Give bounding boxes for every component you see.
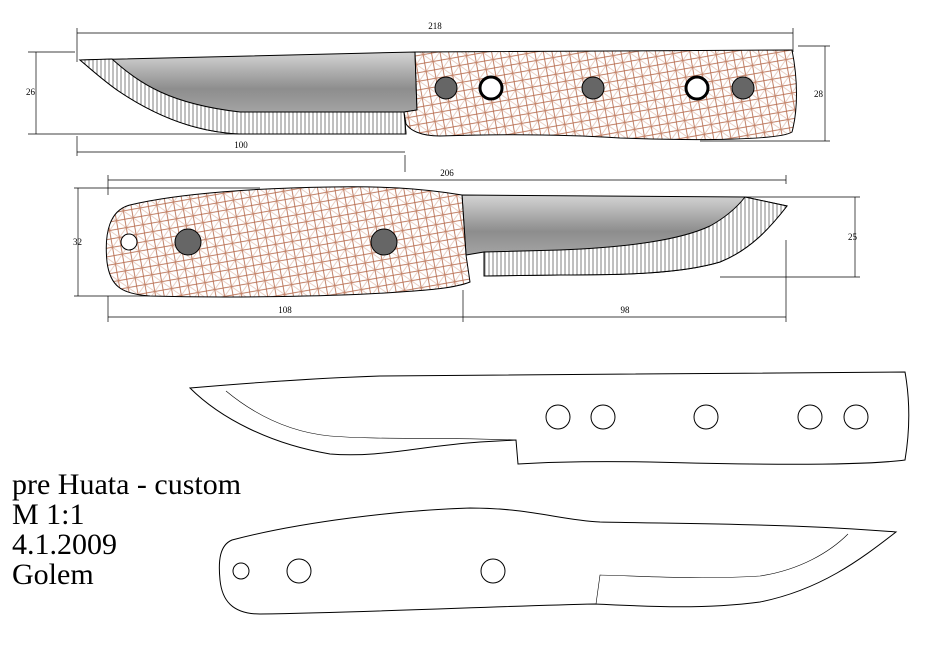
knife-top-pin-2 — [478, 75, 504, 101]
knife-second-handle-length-label: 108 — [278, 305, 292, 315]
knife-top-blade-height-label: 26 — [26, 87, 36, 97]
knife-top-length-label: 218 — [428, 21, 442, 31]
knife-second-handle-height-label: 32 — [73, 237, 82, 247]
knife-second-blade-height-label: 25 — [848, 232, 858, 242]
knife-template-bottom-hole-2 — [480, 558, 506, 584]
knife-top: 218 26 28 100 — [26, 21, 830, 172]
knife-template-bottom-outline — [218, 507, 898, 615]
knife-template-bottom-hole-1 — [286, 558, 312, 584]
knife-second-lanyard-hole — [120, 233, 138, 251]
knife-second-edge-grind — [483, 196, 788, 277]
title-name: pre Huata - custom — [12, 468, 242, 501]
title-date: 4.1.2009 — [12, 528, 117, 561]
knife-template-top-hole-3 — [693, 404, 719, 430]
knife-top-pin-1 — [434, 76, 458, 100]
knife-second-pin-1 — [174, 228, 202, 256]
knife-template-top-hole-5 — [843, 404, 869, 430]
knife-top-edge-grind — [78, 58, 407, 135]
knife-template-bottom-grind-line — [595, 533, 849, 605]
knife-template-bottom-lanyard-hole — [232, 562, 250, 580]
knife-top-pin-4 — [684, 75, 710, 101]
knife-template-bottom — [218, 507, 898, 615]
knife-template-top — [188, 371, 910, 465]
knife-second-handle — [105, 186, 471, 298]
knife-template-top-hole-4 — [797, 404, 823, 430]
knife-top-pin-5 — [731, 76, 755, 100]
knife-template-top-grind-line — [225, 390, 517, 441]
title-scale: M 1:1 — [12, 498, 85, 531]
knife-template-top-hole-2 — [590, 404, 616, 430]
knife-top-pin-3 — [581, 76, 605, 100]
knife-top-handle-height-label: 28 — [814, 89, 824, 99]
knife-second: 206 32 25 108 98 — [73, 168, 860, 322]
title-author: Golem — [12, 558, 94, 591]
knife-template-top-outline — [188, 371, 910, 465]
knife-second-length-label: 206 — [440, 168, 454, 178]
knife-template-top-hole-1 — [545, 404, 571, 430]
knife-top-blade-length-label: 100 — [234, 140, 248, 150]
title-block: pre Huata - custom M 1:1 4.1.2009 Golem — [12, 470, 241, 590]
knife-second-blade-length-label: 98 — [621, 305, 631, 315]
knife-second-pin-2 — [370, 228, 398, 256]
